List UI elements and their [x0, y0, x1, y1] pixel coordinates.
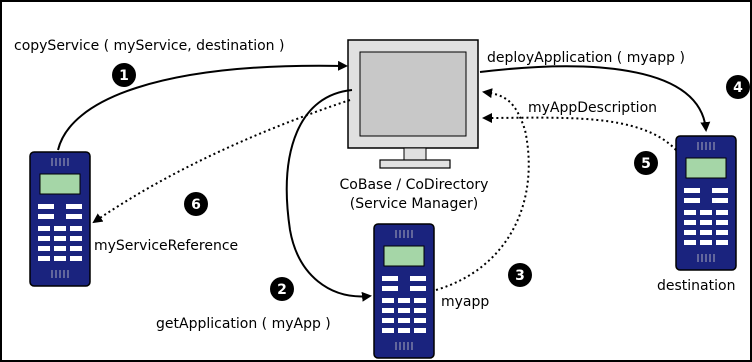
label-my-app-description: myAppDescription	[528, 100, 657, 116]
label-destination: destination	[657, 278, 735, 294]
label-manager-line1: CoBase / CoDirectory	[340, 177, 489, 193]
flow-arrows	[57, 60, 711, 302]
phone-icon-destination	[675, 135, 737, 271]
arrow-deploy-application	[479, 65, 711, 132]
arrow-myapp-return	[435, 88, 530, 291]
phone-icon-my-service	[29, 151, 91, 287]
svg-text:2: 2	[277, 282, 287, 298]
svg-text:3: 3	[515, 268, 525, 284]
svg-text:4: 4	[733, 80, 743, 96]
step-badge-4: 4	[726, 75, 750, 99]
svg-text:1: 1	[119, 68, 129, 84]
svg-text:5: 5	[641, 156, 651, 172]
monitor-icon	[347, 39, 479, 169]
label-manager-line2: (Service Manager)	[350, 196, 478, 212]
arrow-copy-service	[57, 60, 348, 151]
label-copy-service: copyService ( myService, destination )	[14, 38, 284, 54]
arrow-my-service-reference	[92, 99, 351, 224]
step-badge-1: 1	[112, 63, 136, 87]
step-badge-5: 5	[634, 151, 658, 175]
arrow-my-app-description	[482, 112, 677, 151]
step-badge-2: 2	[270, 277, 294, 301]
dotted-arrows	[92, 88, 677, 291]
label-get-application: getApplication ( myApp )	[156, 316, 331, 332]
svg-text:6: 6	[191, 197, 201, 213]
label-my-service-reference: myServiceReference	[94, 238, 238, 254]
label-deploy-application: deployApplication ( myapp )	[487, 50, 685, 66]
label-myapp: myapp	[441, 294, 489, 310]
phone-icon-myapp	[373, 223, 435, 359]
step-badge-6: 6	[184, 192, 208, 216]
step-badge-3: 3	[508, 263, 532, 287]
arrow-get-application	[285, 89, 372, 302]
